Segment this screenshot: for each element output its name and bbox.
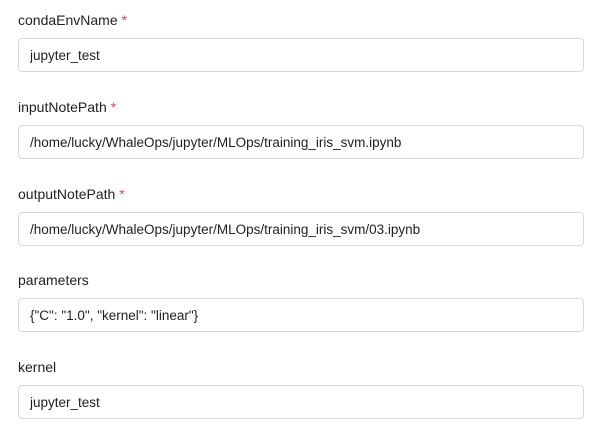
input-note-path-label: inputNotePath: [18, 99, 107, 115]
field-label-row: inputNotePath *: [18, 97, 584, 117]
required-asterisk: *: [110, 99, 117, 115]
kernel-input[interactable]: [18, 385, 584, 419]
input-note-path-input[interactable]: [18, 125, 584, 159]
field-label-row: condaEnvName *: [18, 10, 584, 30]
field-kernel: kernel: [18, 357, 584, 419]
field-parameters: parameters: [18, 270, 584, 332]
output-note-path-label: outputNotePath: [18, 186, 116, 202]
field-input-note-path: inputNotePath *: [18, 97, 584, 159]
field-output-note-path: outputNotePath *: [18, 184, 584, 246]
field-label-row: parameters: [18, 270, 584, 290]
parameters-input[interactable]: [18, 298, 584, 332]
required-asterisk: *: [119, 186, 125, 202]
conda-env-name-label: condaEnvName: [18, 12, 118, 28]
conda-env-name-input[interactable]: [18, 38, 584, 72]
field-label-row: kernel: [18, 357, 584, 377]
kernel-label: kernel: [18, 359, 57, 375]
field-conda-env-name: condaEnvName *: [18, 10, 584, 72]
output-note-path-input[interactable]: [18, 212, 584, 246]
required-asterisk: *: [121, 12, 128, 28]
parameters-label: parameters: [18, 272, 89, 288]
field-label-row: outputNotePath *: [18, 184, 584, 204]
